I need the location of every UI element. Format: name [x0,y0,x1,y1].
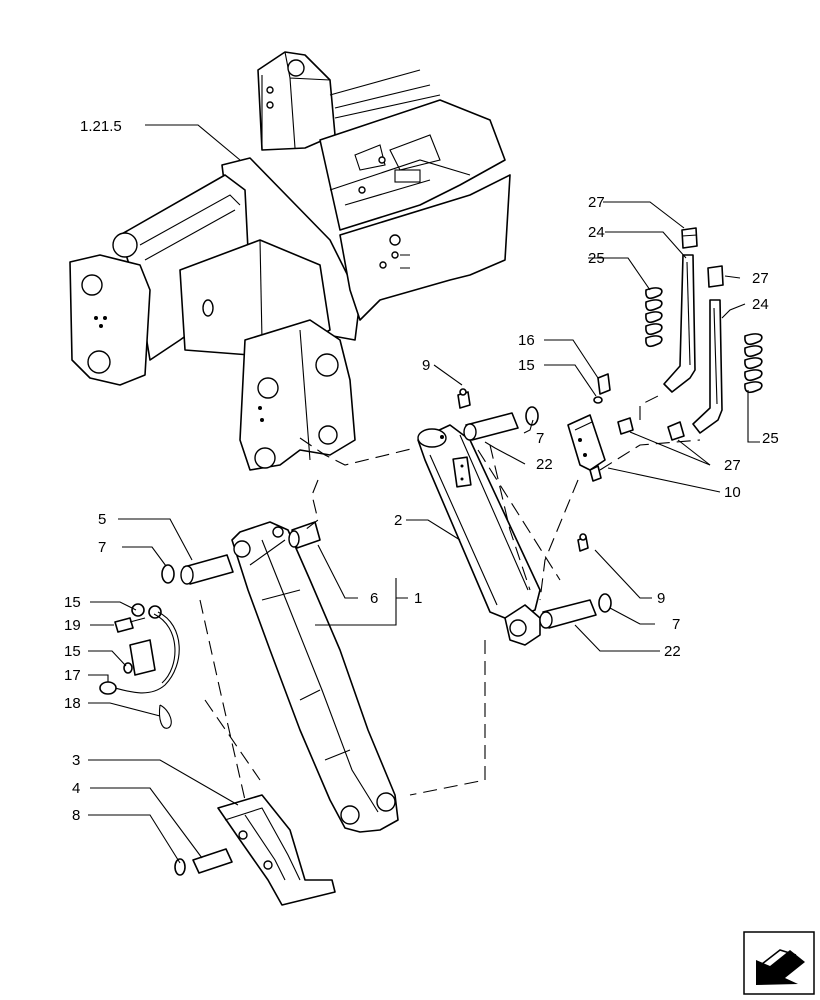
callout-9-bottom: 9 [657,590,665,607]
callout-1-21-5: 1.21.5 [80,118,122,135]
callout-25-right: 25 [762,430,779,447]
callout-7-left: 7 [98,539,106,556]
hydraulic-hoses [645,227,763,434]
pedal-bracket [217,794,336,906]
chassis-frame [69,51,511,471]
callout-22-bottom: 22 [664,643,681,660]
callout-2: 2 [394,512,402,529]
callout-labels: 1.21.5 27 24 25 27 24 16 15 9 7 22 25 27… [64,118,779,824]
callout-6: 6 [370,590,378,607]
callout-27-right: 27 [752,270,769,287]
valve-block [567,373,685,482]
callout-18: 18 [64,695,81,712]
callout-9-top: 9 [422,357,430,374]
callout-4: 4 [72,780,80,797]
callout-17: 17 [64,667,81,684]
callout-7-bottom: 7 [672,616,680,633]
callout-27-top: 27 [588,194,605,211]
boom-arm [231,521,399,833]
spiral-guard-right [744,333,763,394]
hydraulic-cylinder [417,424,541,646]
callout-10: 10 [724,484,741,501]
callout-25-left: 25 [588,250,605,267]
leader-lines [88,124,760,864]
callout-27-bottom: 27 [724,457,741,474]
spiral-guard-left [645,287,663,348]
pins-and-fittings [99,388,612,876]
callout-7-top: 7 [536,430,544,447]
callout-22-top: 22 [536,456,553,473]
callout-24-top: 24 [588,224,605,241]
callout-1: 1 [414,590,422,607]
callout-24-right: 24 [752,296,769,313]
callout-15-cable: 15 [64,643,81,660]
callout-3: 3 [72,752,80,769]
callout-5: 5 [98,511,106,528]
callout-19: 19 [64,617,81,634]
callout-8: 8 [72,807,80,824]
callout-15-bolt: 15 [64,594,81,611]
callout-15-valve: 15 [518,357,535,374]
callout-16: 16 [518,332,535,349]
next-arrow-icon[interactable] [743,931,815,995]
